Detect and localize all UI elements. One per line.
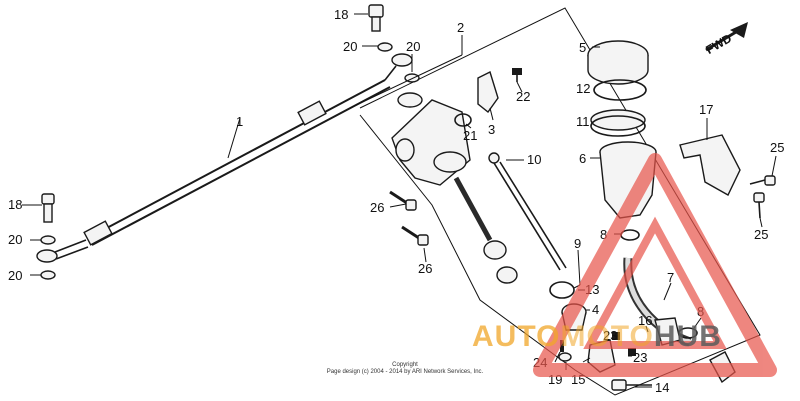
leader-line (554, 351, 561, 363)
leader-line (516, 81, 523, 93)
leader-line (227, 117, 241, 159)
diaphragm (590, 109, 646, 137)
callout-label: 16 (638, 313, 652, 328)
reservoir-stay (679, 134, 741, 196)
callout-label: 9 (574, 236, 581, 251)
leader-line (389, 203, 407, 208)
callout-label: 2 (457, 20, 464, 35)
callout-label: 20 (8, 232, 22, 247)
diaphragm-plate (593, 79, 647, 101)
leader-line (645, 325, 649, 333)
stay-bolt (753, 192, 765, 219)
callout-label: 14 (655, 380, 669, 395)
screw (512, 68, 522, 82)
sealing-washer (377, 42, 393, 52)
leader-line (577, 249, 581, 286)
callout-label: 26 (418, 261, 432, 276)
master-cylinder-body (391, 92, 471, 186)
pivot-bolt (611, 379, 652, 391)
nut (628, 348, 636, 356)
callout-label: 21 (463, 128, 477, 143)
callout-label: 18 (334, 7, 348, 22)
brake-hose (83, 79, 391, 246)
mounting-bolt (401, 225, 429, 246)
leader-line (663, 282, 672, 301)
callout-label: 20 (8, 268, 22, 283)
callout-label: 7 (667, 270, 674, 285)
sealing-washer (40, 270, 56, 280)
o-ring (549, 281, 575, 299)
watermark-text: AUTOMOTOHUB (472, 320, 722, 353)
callout-label: 22 (516, 89, 530, 104)
callout-label: 20 (343, 39, 357, 54)
banjo-bolt-lower (41, 193, 55, 223)
hose-joint (477, 71, 499, 114)
callout-label: 4 (592, 302, 599, 317)
circlip (454, 113, 472, 127)
callout-label: 23 (633, 350, 647, 365)
callout-label: 23 (603, 328, 617, 343)
sealing-washer (40, 235, 56, 245)
leader-line (349, 54, 463, 109)
callout-label: 6 (579, 151, 586, 166)
leader-line (489, 107, 494, 121)
leader-line (582, 357, 591, 363)
forward-arrow-icon (705, 22, 748, 52)
leader-line (759, 217, 763, 228)
washer (558, 352, 572, 362)
reservoir-cap (587, 40, 649, 85)
callout-label: 18 (8, 197, 22, 212)
leader-line (771, 155, 777, 177)
reservoir (599, 141, 657, 219)
callout-label: 12 (576, 81, 590, 96)
stay-bolt (749, 175, 776, 186)
callout-label: 11 (576, 114, 590, 129)
callout-label: 17 (699, 102, 713, 117)
callout-label: 8 (600, 227, 607, 242)
watermark-logo (533, 153, 777, 377)
cotter-pin (560, 340, 564, 352)
piston-spring-kit (453, 176, 518, 284)
callout-label: 3 (488, 122, 495, 137)
callout-label: 5 (579, 40, 586, 55)
banjo-bolt-upper (368, 4, 384, 32)
callout-label: 25 (770, 140, 784, 155)
callout-label: 20 (406, 39, 420, 54)
mounting-bolt (389, 190, 417, 211)
copyright-notice: Copyright Page design (c) 2004 - 2014 by… (326, 362, 484, 375)
callout-label: 10 (527, 152, 541, 167)
callout-label: 1 (236, 114, 243, 129)
push-rod (488, 152, 567, 271)
callout-label: 25 (754, 227, 768, 242)
leader-line (423, 247, 427, 263)
leader-line (465, 123, 472, 129)
callout-label: 26 (370, 200, 384, 215)
leader-line (693, 317, 702, 329)
lower-banjo-fitting (36, 239, 89, 263)
